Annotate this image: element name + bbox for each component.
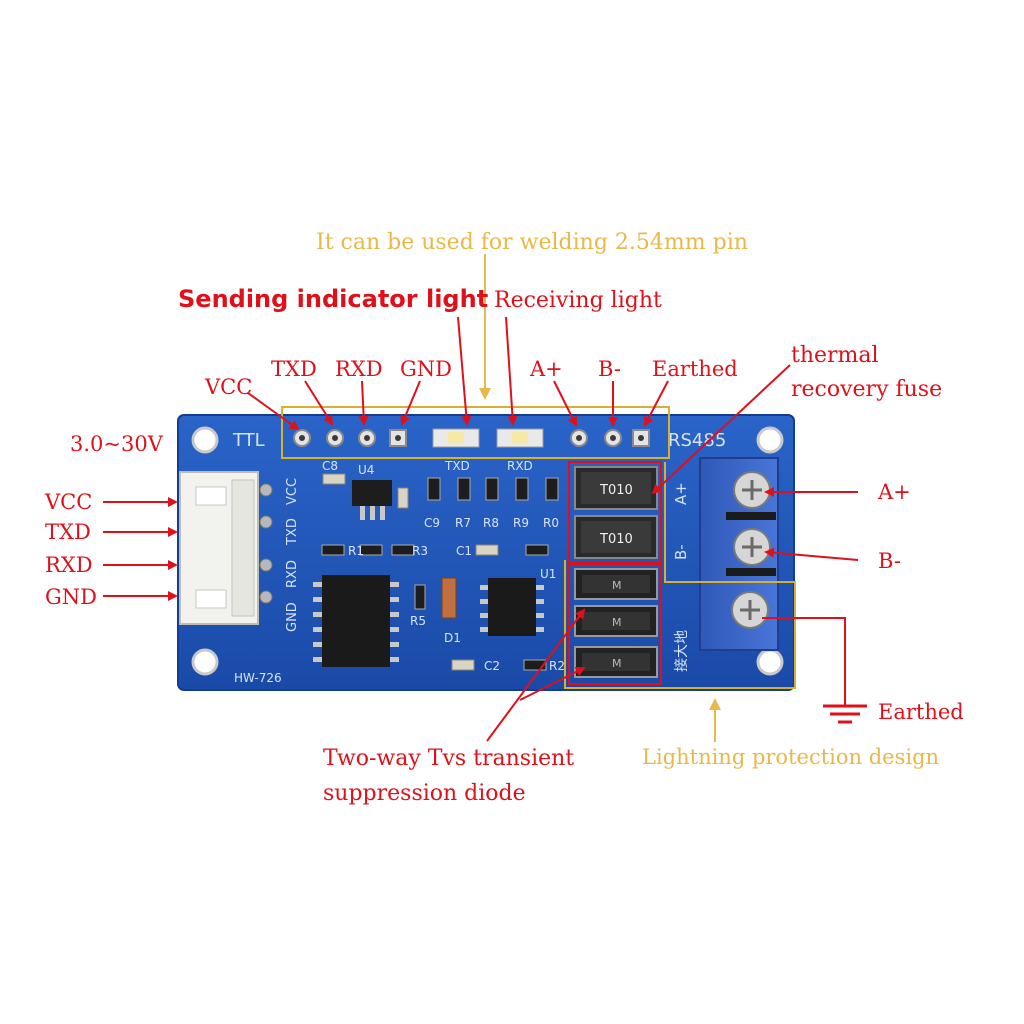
silk-conn-txd: TXD bbox=[285, 518, 300, 546]
rxd-led bbox=[496, 428, 544, 448]
top-earthed-label: Earthed bbox=[652, 357, 738, 381]
silk-conn-rxd: RXD bbox=[285, 560, 300, 588]
lightning-protection-label: Lightning protection design bbox=[642, 745, 939, 769]
right-b-minus-label: B- bbox=[878, 549, 901, 573]
rs485-header-pins bbox=[570, 429, 650, 447]
silk-c9: C9 bbox=[424, 516, 440, 530]
arrow-tvs-2 bbox=[519, 667, 586, 701]
silk-ttl: TTL bbox=[232, 430, 265, 451]
screw-terminal bbox=[699, 457, 779, 651]
arrow-top-a-plus bbox=[553, 380, 577, 427]
right-a-plus-label: A+ bbox=[877, 480, 911, 504]
silk-c8: C8 bbox=[322, 459, 338, 473]
gold-arrows bbox=[479, 254, 721, 742]
top-vcc-label: VCC bbox=[204, 375, 252, 399]
arrow-top-txd bbox=[304, 380, 334, 426]
tvs-diodes: M M M bbox=[574, 568, 658, 678]
tvs-mark-2: M bbox=[612, 616, 622, 629]
arrow-top-rxd bbox=[358, 380, 369, 426]
arrow-top-earthed bbox=[644, 380, 669, 427]
silk-earth-cn: 接大地 bbox=[673, 630, 690, 672]
mounting-hole bbox=[756, 648, 784, 676]
voltage-range-label: 3.0~30V bbox=[70, 432, 164, 456]
thermal-fuses: T010 T010 bbox=[574, 466, 658, 559]
ttl-header-pins bbox=[293, 429, 407, 447]
bottom-earthed-label: Earthed bbox=[878, 700, 964, 724]
top-txd-label: TXD bbox=[271, 357, 317, 381]
top-rxd-label: RXD bbox=[335, 357, 383, 381]
tvs-mark-3: M bbox=[612, 657, 622, 670]
annotation-arrows bbox=[103, 316, 859, 742]
silk-r2: R2 bbox=[549, 659, 565, 673]
thermal-fuse-label-1: thermal bbox=[791, 343, 879, 368]
left-gnd-label: GND bbox=[45, 585, 97, 609]
arrow-tvs-1 bbox=[486, 608, 586, 742]
tvs-box bbox=[568, 563, 662, 685]
silk-r3: R3 bbox=[412, 544, 428, 558]
silk-conn-vcc: VCC bbox=[285, 478, 300, 505]
arrow-right-b-minus bbox=[764, 547, 859, 561]
silk-term-b: B- bbox=[672, 544, 690, 560]
welding-pin-box bbox=[281, 406, 670, 459]
receiving-light-label: Receiving light bbox=[494, 288, 662, 313]
top-gnd-label: GND bbox=[400, 357, 452, 381]
fuse-mark-2: T010 bbox=[599, 532, 633, 547]
tvs-label-1: Two-way Tvs transient bbox=[323, 746, 574, 771]
sending-light-label: Sending indicator light bbox=[178, 285, 488, 313]
silk-rxd-led: RXD bbox=[507, 459, 533, 473]
ground-symbol bbox=[823, 704, 867, 724]
mounting-hole bbox=[191, 648, 219, 676]
left-vcc-label: VCC bbox=[44, 490, 92, 514]
tvs-mark-1: M bbox=[612, 579, 622, 592]
silk-r0: R0 bbox=[543, 516, 559, 530]
silk-r5: R5 bbox=[410, 614, 426, 628]
silk-term-a: A+ bbox=[672, 482, 690, 505]
silk-r8: R8 bbox=[483, 516, 499, 530]
highlight-boxes bbox=[281, 406, 796, 689]
left-txd-label: TXD bbox=[45, 520, 91, 544]
smd-components bbox=[313, 473, 559, 671]
jst-connector bbox=[179, 471, 273, 625]
silk-c2: C2 bbox=[484, 659, 500, 673]
silk-u4: U4 bbox=[358, 463, 374, 477]
arrow-thermal-fuse bbox=[651, 364, 791, 495]
left-rxd-label: RXD bbox=[45, 553, 93, 577]
txd-led bbox=[432, 428, 480, 448]
silk-rs485: RS485 bbox=[668, 430, 726, 451]
arrow-sending-light bbox=[457, 316, 472, 426]
fuse-mark-1: T010 bbox=[599, 483, 633, 498]
arrow-top-gnd bbox=[400, 380, 421, 426]
silk-r1: R1 bbox=[348, 544, 364, 558]
top-a-plus-label: A+ bbox=[529, 357, 563, 381]
silk-c1: C1 bbox=[456, 544, 472, 558]
silk-u1: U1 bbox=[540, 567, 556, 581]
arrow-receiving-light bbox=[505, 316, 518, 426]
silk-r9: R9 bbox=[513, 516, 529, 530]
silk-d1: D1 bbox=[444, 631, 461, 645]
silk-model: HW-726 bbox=[234, 671, 282, 685]
arrow-top-vcc bbox=[247, 392, 300, 431]
earth-wire bbox=[762, 617, 846, 705]
mounting-hole bbox=[191, 426, 219, 454]
pcb-board: TTL RS485 HW-726 TXD RXD bbox=[177, 414, 795, 691]
silk-r7: R7 bbox=[455, 516, 471, 530]
tvs-label-2: suppression diode bbox=[323, 781, 526, 806]
thermal-fuse-label-2: recovery fuse bbox=[791, 377, 942, 402]
top-b-minus-label: B- bbox=[598, 357, 621, 381]
mounting-hole bbox=[756, 426, 784, 454]
silk-txd-led: TXD bbox=[444, 459, 470, 473]
annotation-labels: It can be used for welding 2.54mm pin Se… bbox=[44, 230, 964, 806]
lightning-protection-outline bbox=[564, 462, 796, 689]
silk-conn-gnd: GND bbox=[285, 602, 300, 632]
welding-note: It can be used for welding 2.54mm pin bbox=[316, 230, 748, 255]
